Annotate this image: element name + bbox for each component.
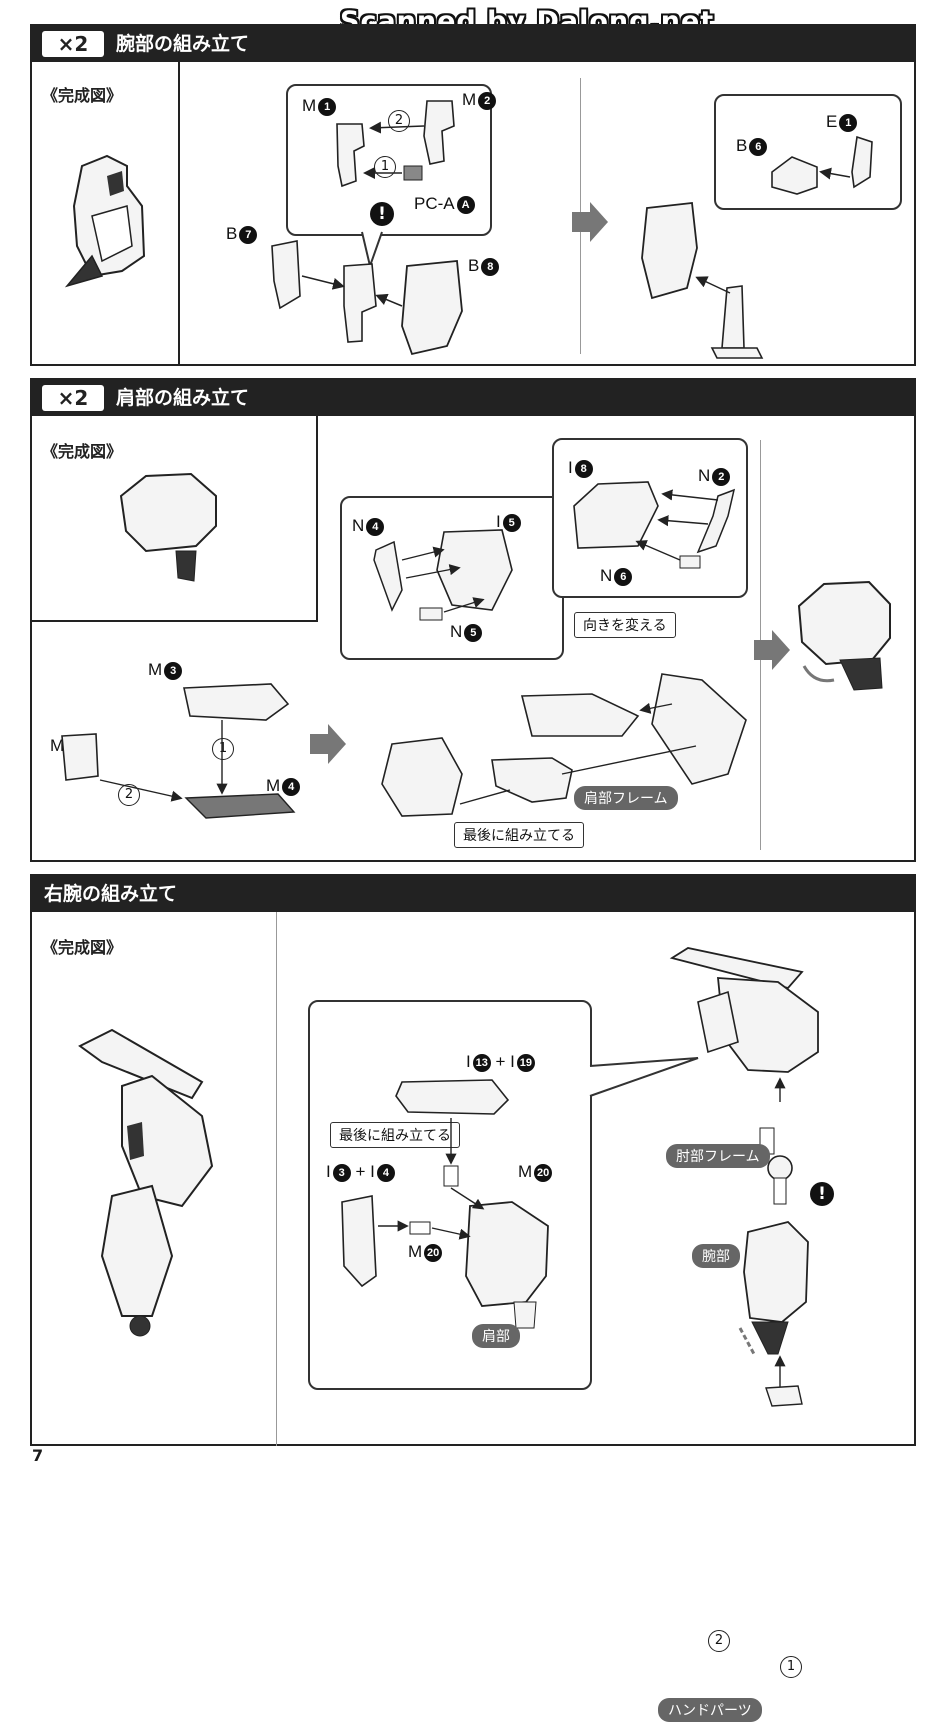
section-title: 腕部の組み立て	[116, 33, 250, 55]
shoulder-result-illustration	[797, 580, 891, 691]
part-number-badge: 1	[839, 114, 858, 132]
right-arm-parts-illustration	[669, 947, 819, 1407]
part-number-badge: 4	[376, 1164, 395, 1182]
quantity-badge: ×2	[42, 31, 104, 57]
part-number-badge: 8	[574, 460, 593, 478]
section-shoulder-assembly: ×2 肩部の組み立て 《完成図》 M3 M11 M4 1 2 N4 I5 N5 …	[30, 378, 916, 862]
arm-parts-assembly-illustration	[271, 240, 463, 356]
quantity-badge: ×2	[42, 385, 104, 411]
section-header: ×2 肩部の組み立て	[32, 380, 914, 416]
part-number-badge: 6	[749, 138, 768, 156]
section-header: ×2 腕部の組み立て	[32, 26, 914, 62]
part-number-badge: 7	[239, 226, 258, 244]
part-number-badge: 20	[424, 1244, 443, 1262]
next-step-arrow	[754, 630, 790, 670]
callout-pointer	[589, 1057, 699, 1097]
part-number-badge: 4	[366, 518, 385, 536]
step-1-marker: 1	[212, 738, 234, 760]
callout-parts-illustration	[573, 481, 736, 569]
part-number-badge: 3	[332, 1164, 351, 1182]
shoulder-frame-parts-illustration	[61, 683, 296, 819]
divider	[32, 620, 318, 622]
label-elbow-frame: 肘部フレーム	[666, 1144, 770, 1168]
divider	[316, 416, 318, 622]
completed-view-label: 《完成図》	[42, 938, 123, 957]
completed-view-label: 《完成図》	[42, 442, 123, 461]
label-shoulder: 肩部	[472, 1324, 520, 1348]
section-title: 右腕の組み立て	[44, 883, 178, 905]
part-number-badge: 5	[464, 624, 483, 642]
completed-view-label: 《完成図》	[42, 86, 123, 105]
part-number-badge: 8	[481, 258, 500, 276]
caution-icon: !	[370, 202, 394, 226]
part-number-badge: 20	[534, 1164, 553, 1182]
shoulder-parts-assembly-illustration	[381, 673, 747, 817]
part-number-badge: 13	[472, 1054, 491, 1072]
right-arm-completed-illustration	[78, 1028, 214, 1337]
part-number-badge: 19	[516, 1054, 535, 1072]
part-number-badge: 1	[318, 98, 337, 116]
arm-completed-illustration	[64, 154, 146, 288]
section-header: 右腕の組み立て	[32, 876, 914, 912]
divider	[276, 912, 277, 1446]
caution-icon: !	[810, 1182, 834, 1206]
part-number-badge: 3	[164, 662, 183, 680]
shoulder-completed-illustration	[119, 472, 217, 582]
shoulder-parts-illustration	[341, 1079, 549, 1329]
step-1-marker: 1	[780, 1656, 802, 1678]
note-assemble-last: 最後に組み立てる	[454, 822, 584, 848]
callout-parts-illustration	[336, 100, 455, 188]
part-number-badge: 6	[614, 568, 633, 586]
divider	[178, 62, 180, 366]
note-change-direction: 向きを変える	[574, 612, 676, 638]
callout-parts-illustration	[771, 135, 873, 195]
note-assemble-last: 最後に組み立てる	[330, 1122, 460, 1148]
detail-callout	[308, 1000, 592, 1390]
next-step-arrow	[310, 724, 346, 764]
step-2-marker: 2	[118, 784, 140, 806]
label-arm: 腕部	[692, 1244, 740, 1268]
label-hand-parts: ハンドパーツ	[658, 1698, 762, 1722]
part-number-badge: 4	[282, 778, 301, 796]
section-title: 肩部の組み立て	[116, 387, 250, 409]
callout-parts-illustration	[373, 529, 513, 621]
label-shoulder-frame: 肩部フレーム	[574, 786, 678, 810]
step-2-marker: 2	[708, 1630, 730, 1652]
part-number-badge: 2	[478, 92, 497, 110]
next-step-arrow	[572, 202, 608, 242]
arm-with-part-illustration	[641, 202, 764, 359]
part-number-badge: 5	[502, 514, 521, 532]
part-number-badge: 2	[712, 468, 731, 486]
part-number-badge: A	[456, 196, 475, 214]
page-number: 7	[32, 1446, 44, 1465]
